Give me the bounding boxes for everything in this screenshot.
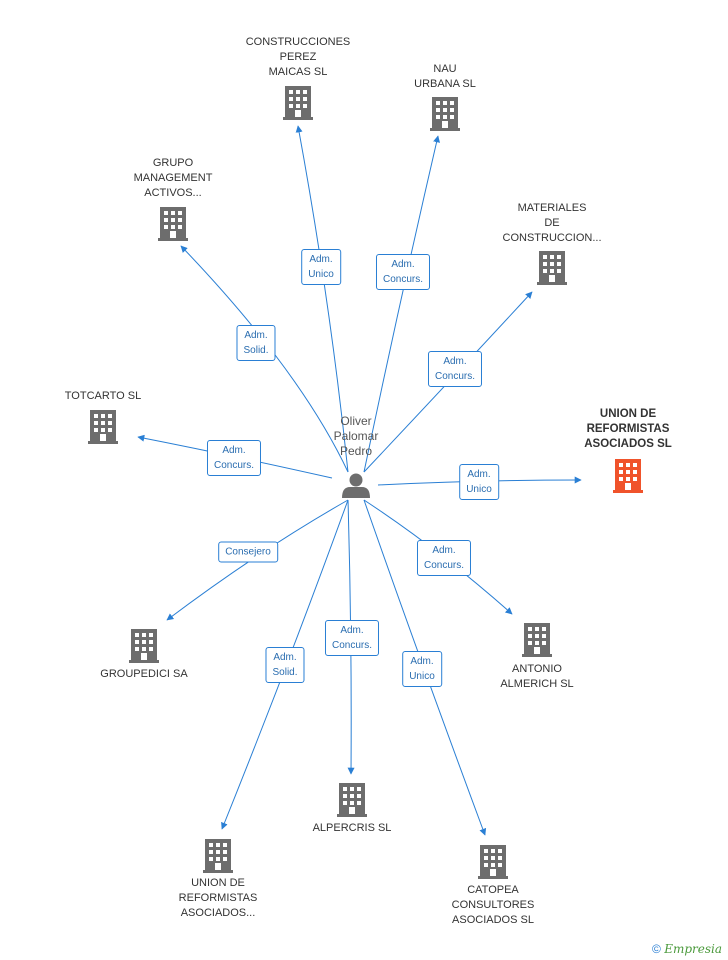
company-label-alpercris[interactable]: ALPERCRIS SL — [312, 822, 392, 834]
building-icon-union1[interactable] — [613, 459, 643, 493]
edge-to-nau — [363, 135, 440, 473]
company-label-antonio[interactable]: ANTONIO ALMERICH SL — [500, 663, 574, 690]
role-label-catopea[interactable]: Adm. Unico — [402, 651, 442, 687]
role-label-union1[interactable]: Adm. Unico — [459, 464, 499, 500]
role-label-alpercris[interactable]: Adm. Concurs. — [324, 620, 380, 656]
copyright-symbol: © — [652, 942, 661, 956]
person-icon[interactable] — [342, 473, 370, 499]
role-label-grupo[interactable]: Adm. Solid. — [236, 325, 276, 361]
edge-to-grupo — [180, 245, 349, 473]
building-icon-antonio[interactable] — [522, 623, 552, 657]
company-label-materiales[interactable]: MATERIALES DE CONSTRUCCION... — [502, 202, 602, 244]
company-label-union2[interactable]: UNION DE REFORMISTAS ASOCIADOS... — [178, 877, 258, 919]
company-label-catopea[interactable]: CATOPEA CONSULTORES ASOCIADOS SL — [451, 884, 535, 926]
role-label-materiales[interactable]: Adm. Concurs. — [427, 351, 483, 387]
company-label-union1[interactable]: UNION DE REFORMISTAS ASOCIADOS SL — [584, 408, 672, 450]
building-icon-construcciones[interactable] — [283, 86, 313, 120]
company-label-nau[interactable]: NAU URBANA SL — [414, 63, 476, 90]
building-icon-totcarto[interactable] — [88, 410, 118, 444]
building-icon-nau[interactable] — [430, 97, 460, 131]
role-label-totcarto[interactable]: Adm. Concurs. — [206, 440, 262, 476]
role-label-construcciones[interactable]: Adm. Unico — [301, 249, 341, 285]
building-icon-grupo[interactable] — [158, 207, 188, 241]
building-icon-catopea[interactable] — [478, 845, 508, 879]
brand-logo-text: Empresia — [664, 942, 722, 956]
role-label-antonio[interactable]: Adm. Concurs. — [416, 540, 472, 576]
edge-to-construcciones — [295, 125, 349, 473]
company-label-grupo[interactable]: GRUPO MANAGEMENT ACTIVOS... — [133, 157, 213, 199]
building-icon-union2[interactable] — [203, 839, 233, 873]
building-icon-materiales[interactable] — [537, 251, 567, 285]
role-label-nau[interactable]: Adm. Concurs. — [375, 254, 431, 290]
role-label-union2[interactable]: Adm. Solid. — [265, 647, 305, 683]
company-label-groupedici[interactable]: GROUPEDICI SA — [100, 668, 188, 680]
role-label-groupedici[interactable]: Consejero — [218, 541, 278, 563]
person-name-label: Oliver Palomar Pedro — [333, 414, 379, 458]
footer-brand: © Empresia — [652, 942, 722, 956]
building-icon-alpercris[interactable] — [337, 783, 367, 817]
company-label-construcciones[interactable]: CONSTRUCCIONES PEREZ MAICAS SL — [245, 36, 351, 78]
building-icon-groupedici[interactable] — [129, 629, 159, 663]
company-label-totcarto[interactable]: TOTCARTO SL — [64, 390, 142, 402]
